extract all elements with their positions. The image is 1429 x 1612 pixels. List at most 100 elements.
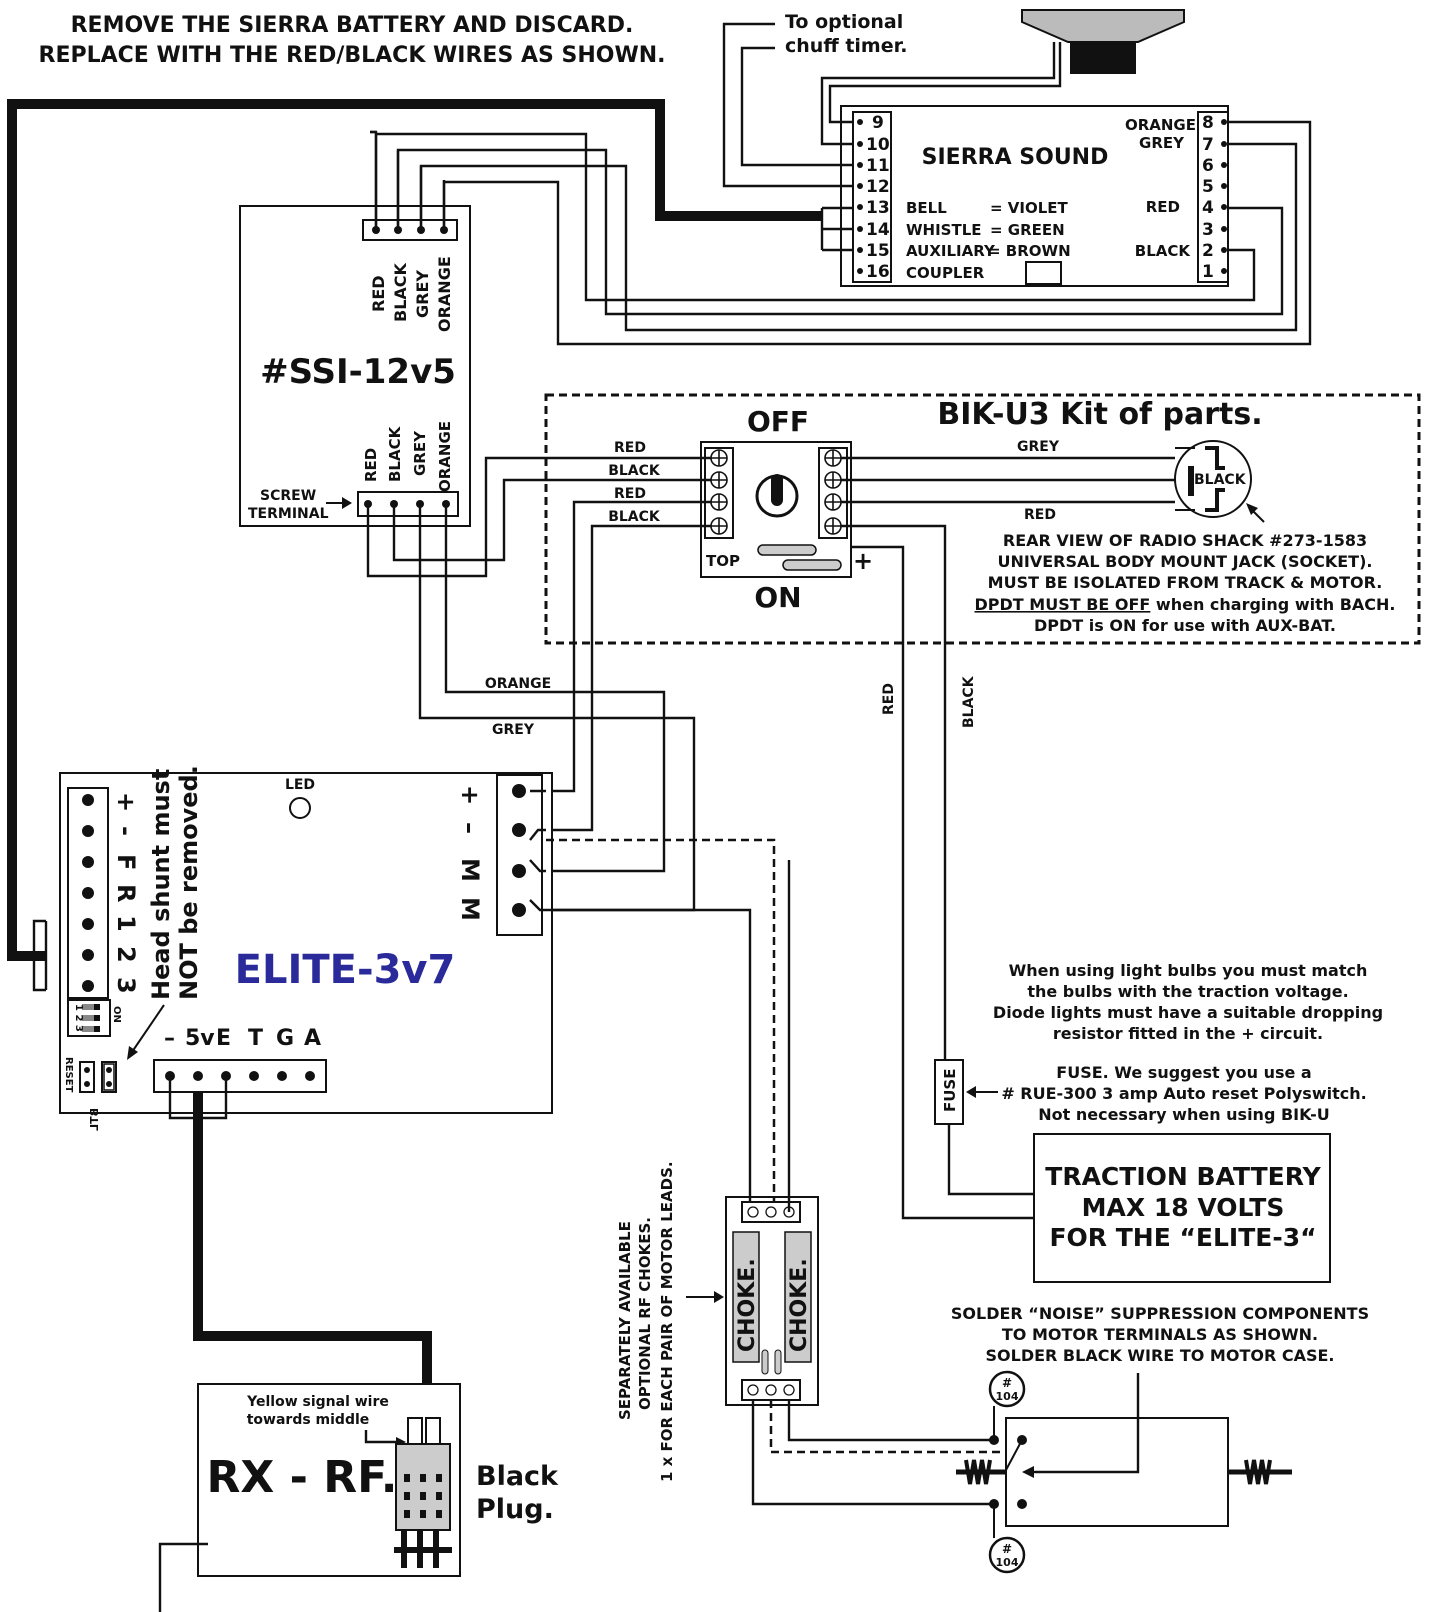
lights-note-1: When using light bulbs you must match bbox=[1009, 961, 1368, 980]
ssi-bottom-label-black: BLACK bbox=[386, 425, 404, 482]
elite-pin-1: 1 bbox=[112, 915, 140, 932]
ssi-board bbox=[239, 205, 471, 527]
cap-top-num: 104 bbox=[996, 1390, 1019, 1403]
ssi-title: #SSI-12v5 bbox=[260, 352, 456, 392]
dpdt-left-wire-black-2: BLACK bbox=[608, 509, 661, 525]
elite-pin-r: R bbox=[112, 884, 140, 902]
elite-motor-m1: M bbox=[456, 858, 484, 882]
elite-bottom-pin-g: G bbox=[276, 1026, 294, 1051]
sierra-func-whistle: WHISTLE bbox=[906, 221, 982, 239]
header-line-2: REPLACE WITH THE RED/BLACK WIRES AS SHOW… bbox=[39, 43, 666, 68]
sierra-label-red: RED bbox=[1146, 198, 1180, 216]
elite-pin-minus: - bbox=[112, 826, 140, 836]
body-mount-jack-icon bbox=[1174, 440, 1252, 518]
rf-choke-module bbox=[725, 1196, 819, 1406]
fuse bbox=[934, 1059, 964, 1125]
wire-label-red-vertical: RED bbox=[881, 683, 897, 715]
elite-bottom-pin-t: T bbox=[248, 1026, 263, 1051]
elite-bottom-pin-e: E bbox=[216, 1026, 231, 1051]
btl-label: BTL bbox=[88, 1108, 101, 1131]
dpdt-left-wire-black-1: BLACK bbox=[608, 463, 661, 479]
dip-switch[interactable] bbox=[67, 999, 111, 1037]
elite-board bbox=[59, 772, 553, 1114]
rx-yellow-note-2: towards middle bbox=[247, 1412, 370, 1428]
sierra-pin-3: 3 bbox=[1202, 220, 1214, 240]
choke-label-2: CHOKE. bbox=[787, 1258, 812, 1352]
reset-label: RESET bbox=[63, 1057, 74, 1093]
speaker-leads bbox=[820, 42, 1062, 146]
thick-wire-aux bbox=[7, 99, 822, 961]
sierra-left-pins: 9 10 11 12 13 14 15 16 bbox=[857, 113, 890, 282]
ssi-top-label-grey: GREY bbox=[413, 270, 432, 318]
sierra-func-coupler: COUPLER bbox=[906, 264, 985, 282]
fuse-note-2: # RUE-300 3 amp Auto reset Polyswitch. bbox=[1001, 1084, 1366, 1103]
dpdt-right-wire-grey: GREY bbox=[1017, 439, 1060, 455]
sierra-func-bell: BELL bbox=[906, 199, 947, 217]
black-plug-connector bbox=[394, 1417, 452, 1568]
screw-terminal-arrow-icon bbox=[326, 497, 352, 509]
thick-wire-rx bbox=[193, 1092, 432, 1418]
elite-motor-m2: M bbox=[456, 897, 484, 921]
dip-on-label: ON bbox=[111, 1006, 122, 1023]
bik-note-1: REAR VIEW OF RADIO SHACK #273-1583 bbox=[1003, 531, 1367, 550]
ssi-top-label-black: BLACK bbox=[391, 262, 410, 322]
btl-jumper[interactable] bbox=[101, 1061, 117, 1093]
ssi-top-label-orange: ORANGE bbox=[435, 256, 454, 332]
elite-pin-plus: + bbox=[112, 792, 140, 812]
jack-label-black: BLACK bbox=[1194, 472, 1247, 488]
elite-title: ELITE-3v7 bbox=[235, 947, 456, 993]
dpdt-left-wire-red-2: RED bbox=[614, 486, 646, 502]
fuse-note-1: FUSE. We suggest you use a bbox=[1056, 1063, 1311, 1082]
reset-jumper[interactable] bbox=[79, 1061, 95, 1093]
cap-top-hash: # bbox=[1002, 1376, 1012, 1390]
elite-bottom-pin-minus: – bbox=[164, 1026, 175, 1051]
head-shunt-arrow-icon bbox=[127, 1004, 165, 1060]
sierra-func-auxiliary-color: = BROWN bbox=[988, 242, 1071, 260]
chuff-leads bbox=[722, 22, 853, 188]
sierra-pin-13: 13 bbox=[866, 198, 890, 218]
sierra-pin-11: 11 bbox=[866, 156, 890, 176]
sierra-pin-15: 15 bbox=[866, 241, 890, 261]
sierra-func-whistle-color: = GREEN bbox=[990, 221, 1065, 239]
motor-shaft-left bbox=[956, 1459, 1006, 1485]
choke-arrow-icon bbox=[686, 1291, 724, 1303]
dpdt-off-label: OFF bbox=[747, 405, 809, 438]
motor-shaft-right bbox=[1228, 1459, 1292, 1485]
ssi-bottom-label-red: RED bbox=[362, 448, 380, 482]
traction-battery bbox=[1033, 1133, 1331, 1283]
dpdt-right-wire-red: RED bbox=[1024, 507, 1056, 523]
dpdt-switch[interactable] bbox=[700, 441, 852, 578]
dpdt-left-wire-red-1: RED bbox=[614, 440, 646, 456]
chuff-label-2: chuff timer. bbox=[785, 35, 907, 57]
sierra-func-bell-color: = VIOLET bbox=[990, 199, 1069, 217]
wire-label-grey: GREY bbox=[492, 722, 535, 738]
bik-u3-title: BIK-U3 Kit of parts. bbox=[937, 397, 1262, 432]
sierra-pin-9: 9 bbox=[872, 113, 884, 133]
sierra-label-grey: GREY bbox=[1139, 134, 1185, 152]
choke-note-3: 1 x FOR EACH PAIR OF MOTOR LEADS. bbox=[658, 1161, 676, 1482]
bik-note-3: MUST BE ISOLATED FROM TRACK & MOTOR. bbox=[988, 573, 1383, 592]
bik-u3-region bbox=[544, 393, 1421, 645]
choke-label-1: CHOKE. bbox=[735, 1258, 760, 1352]
solder-note-3: SOLDER BLACK WIRE TO MOTOR CASE. bbox=[986, 1346, 1335, 1365]
ssi-bottom-label-orange: ORANGE bbox=[436, 421, 454, 492]
header-line-1: REMOVE THE SIERRA BATTERY AND DISCARD. bbox=[71, 13, 634, 38]
ssi-top-label-red: RED bbox=[369, 275, 388, 312]
sierra-pin-6: 6 bbox=[1202, 156, 1214, 176]
capacitor-104-top bbox=[988, 1370, 1026, 1445]
jack-arrow-icon bbox=[1246, 503, 1265, 523]
chuff-label-1: To optional bbox=[785, 11, 903, 33]
lights-note-4: resistor fitted in the + circuit. bbox=[1053, 1024, 1323, 1043]
sierra-pin-10: 10 bbox=[866, 135, 890, 155]
dpdt-plus-label: + bbox=[853, 547, 873, 575]
case-ground-wire bbox=[1030, 1373, 1140, 1474]
sierra-pin-16: 16 bbox=[866, 262, 890, 282]
black-plug-label-1: Black bbox=[476, 1461, 559, 1492]
sierra-pin-1: 1 bbox=[1202, 262, 1214, 282]
fuse-label: FUSE bbox=[941, 1069, 959, 1112]
sierra-label-black: BLACK bbox=[1135, 242, 1192, 260]
sierra-pin-2: 2 bbox=[1202, 241, 1214, 261]
sierra-func-auxiliary: AUXILIARY bbox=[906, 242, 996, 260]
elite-motor-plus: + bbox=[456, 785, 484, 805]
elite-motor-minus: – bbox=[456, 822, 484, 834]
